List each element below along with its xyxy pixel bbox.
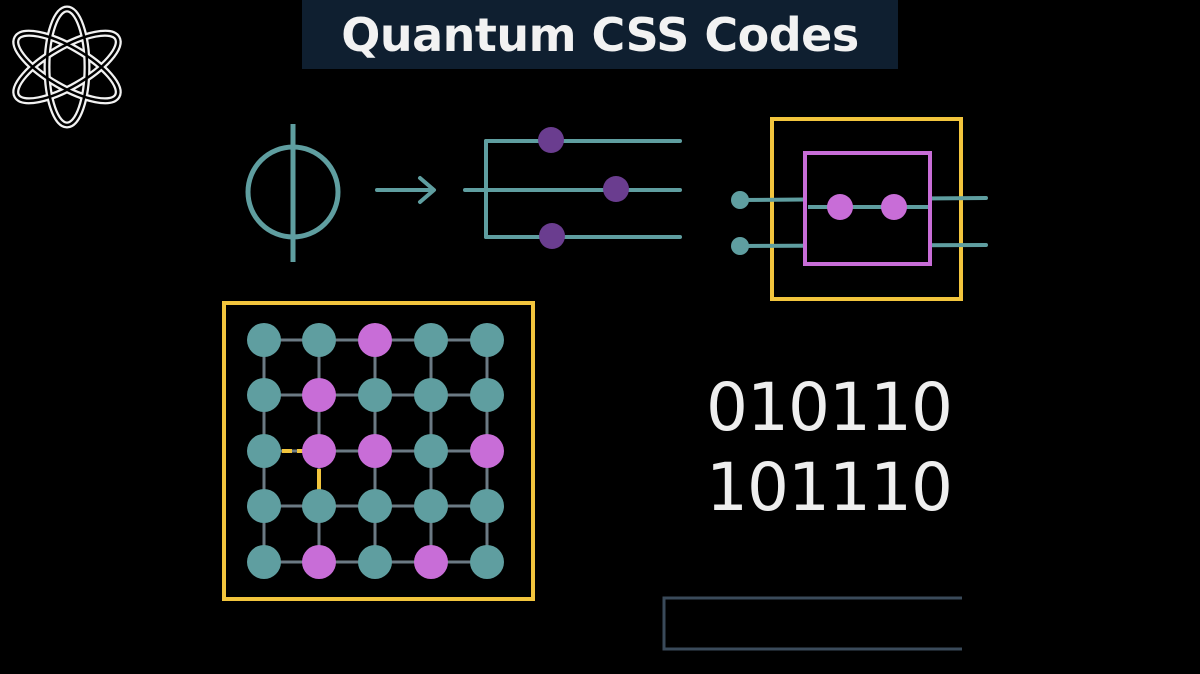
gate-input-node xyxy=(731,191,749,209)
lattice-node-teal xyxy=(358,545,392,579)
lattice-node-teal xyxy=(302,489,336,523)
output-bracket xyxy=(662,596,962,651)
lattice-node-teal xyxy=(302,323,336,357)
circuit-node xyxy=(539,223,565,249)
lattice-node-teal xyxy=(247,545,281,579)
lattice-node-magenta xyxy=(358,434,392,468)
lattice-node-magenta xyxy=(302,434,336,468)
lattice-node-magenta xyxy=(470,434,504,468)
lattice-node-magenta xyxy=(302,545,336,579)
lattice-node-teal xyxy=(247,489,281,523)
three-qubit-circuit xyxy=(463,127,682,249)
circuit-node xyxy=(538,127,564,153)
gate-node xyxy=(827,194,853,220)
lattice-node-teal xyxy=(470,545,504,579)
encoding-gate-block xyxy=(731,117,988,301)
binary-codewords: 010110 101110 xyxy=(706,368,953,528)
lattice-node-teal xyxy=(414,378,448,412)
lattice-node-magenta xyxy=(302,378,336,412)
circuit-node xyxy=(603,176,629,202)
qubit-lattice xyxy=(222,301,535,601)
gate-node xyxy=(881,194,907,220)
lattice-node-magenta xyxy=(414,545,448,579)
lattice-node-magenta xyxy=(358,323,392,357)
lattice-node-teal xyxy=(358,378,392,412)
lattice-node-teal xyxy=(247,323,281,357)
lattice-node-teal xyxy=(470,323,504,357)
lattice-node-teal xyxy=(358,489,392,523)
arrow-right-icon xyxy=(375,176,436,204)
lattice-frame xyxy=(222,301,535,601)
outer-yellow-box xyxy=(770,117,963,301)
atom-knot-logo-icon xyxy=(12,5,122,129)
title-banner: Quantum CSS Codes xyxy=(302,0,898,69)
lattice-node-teal xyxy=(247,434,281,468)
lattice-node-teal xyxy=(470,489,504,523)
page-title: Quantum CSS Codes xyxy=(341,7,859,62)
binary-line: 010110 xyxy=(706,369,953,446)
lattice-node-teal xyxy=(414,434,448,468)
lattice-node-teal xyxy=(414,323,448,357)
phi-symbol-icon xyxy=(245,124,341,262)
lattice-node-teal xyxy=(414,489,448,523)
gate-input-node xyxy=(731,237,749,255)
lattice-node-teal xyxy=(247,378,281,412)
lattice-node-teal xyxy=(470,378,504,412)
binary-line: 101110 xyxy=(706,449,953,526)
